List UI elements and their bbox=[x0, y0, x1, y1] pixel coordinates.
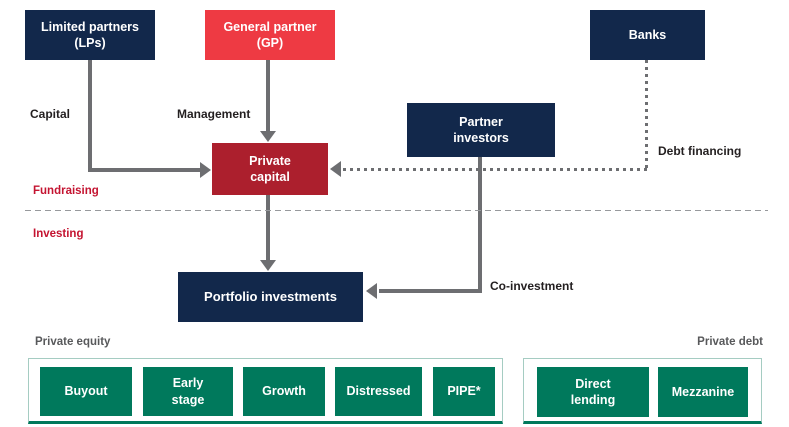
node-banks-label: Banks bbox=[628, 27, 667, 42]
chip-direct-lending: Direct lending bbox=[537, 367, 649, 417]
phase-label-fundraising: Fundraising bbox=[33, 185, 99, 197]
arrow-co-investment-vertical-segment bbox=[478, 157, 482, 293]
node-limited-partners-label: Limited partners (LPs) bbox=[41, 19, 139, 51]
arrow-capital-vertical-segment bbox=[88, 60, 92, 172]
phase-divider-line bbox=[25, 210, 768, 211]
chip-early-stage-label: Early stage bbox=[171, 376, 205, 407]
chip-distressed: Distressed bbox=[335, 367, 422, 416]
phase-label-investing: Investing bbox=[33, 228, 84, 240]
arrow-investment-segment bbox=[266, 195, 270, 261]
flow-label-co-investment: Co-investment bbox=[490, 279, 574, 293]
node-private-capital-label: Private capital bbox=[249, 153, 291, 185]
node-banks: Banks bbox=[590, 10, 705, 60]
arrow-investment-arrowhead-icon bbox=[260, 260, 276, 271]
node-limited-partners: Limited partners (LPs) bbox=[25, 10, 155, 60]
flow-label-debt-financing: Debt financing bbox=[658, 144, 742, 158]
arrow-debt-financing-horizontal-segment bbox=[343, 168, 649, 171]
flow-label-capital: Capital bbox=[30, 107, 71, 121]
flow-label-management: Management bbox=[177, 107, 251, 121]
group-title-private-debt: Private debt bbox=[697, 336, 763, 348]
chip-pipe: PIPE* bbox=[433, 367, 495, 416]
node-portfolio-investments-label: Portfolio investments bbox=[204, 289, 337, 305]
chip-growth: Growth bbox=[243, 367, 325, 416]
arrow-debt-financing-arrowhead-icon bbox=[330, 161, 341, 177]
chip-buyout: Buyout bbox=[40, 367, 132, 416]
arrow-capital-horizontal-segment bbox=[88, 168, 200, 172]
arrow-management-segment bbox=[266, 60, 270, 132]
node-general-partner-label: General partner (GP) bbox=[223, 19, 317, 51]
chip-distressed-label: Distressed bbox=[346, 384, 411, 399]
chip-mezzanine: Mezzanine bbox=[658, 367, 748, 417]
node-partner-investors-label: Partner investors bbox=[453, 114, 509, 146]
arrow-co-investment-horizontal-segment bbox=[379, 289, 482, 293]
chip-mezzanine-label: Mezzanine bbox=[671, 384, 735, 399]
group-title-private-equity: Private equity bbox=[35, 336, 111, 348]
arrow-co-investment-arrowhead-icon bbox=[366, 283, 377, 299]
chip-growth-label: Growth bbox=[262, 384, 306, 399]
arrow-capital-arrowhead-icon bbox=[200, 162, 211, 178]
node-portfolio-investments: Portfolio investments bbox=[178, 272, 363, 322]
chip-buyout-label: Buyout bbox=[64, 384, 108, 399]
node-private-capital: Private capital bbox=[212, 143, 328, 195]
chip-early-stage: Early stage bbox=[143, 367, 233, 416]
node-general-partner: General partner (GP) bbox=[205, 10, 335, 60]
chip-pipe-label: PIPE* bbox=[447, 384, 481, 399]
arrow-debt-financing-vertical-segment bbox=[645, 60, 648, 169]
node-partner-investors: Partner investors bbox=[407, 103, 555, 157]
chip-direct-lending-label: Direct lending bbox=[570, 376, 616, 407]
arrow-management-arrowhead-icon bbox=[260, 131, 276, 142]
